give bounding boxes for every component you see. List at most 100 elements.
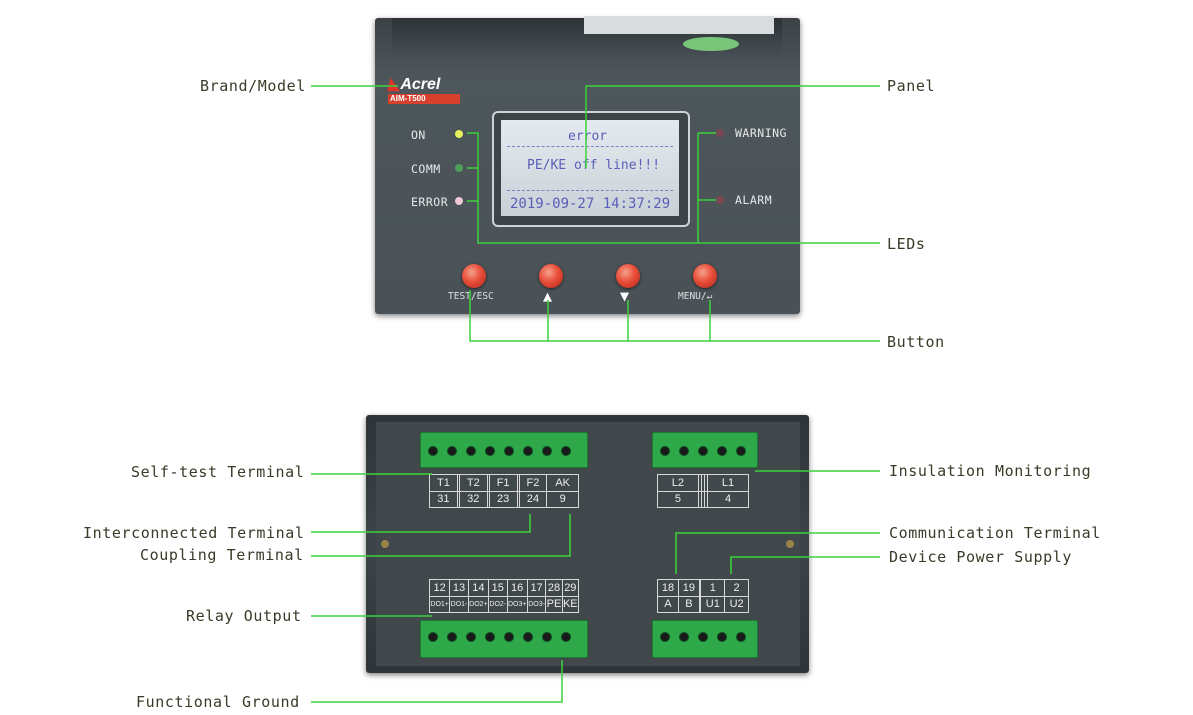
term-cell: 15: [488, 579, 508, 597]
lcd-datetime: 2019-09-27 14:37:29: [510, 196, 671, 212]
lcd-title: error: [568, 129, 608, 144]
callout-communication: Communication Terminal: [889, 524, 1101, 542]
connector-pin: [523, 632, 533, 642]
lcd-message: PE/KE off line!!!: [527, 158, 661, 173]
test-esc-button[interactable]: [462, 264, 486, 288]
term-cell: 23: [488, 490, 518, 508]
term-cell: 1: [700, 579, 726, 597]
callout-brand-model: Brand/Model: [200, 77, 306, 95]
term-cell: DO2+: [467, 595, 490, 613]
term-cell: [516, 490, 520, 508]
connector-pin: [679, 446, 689, 456]
model-badge: AIM-T500: [388, 94, 460, 104]
lcd-divider-bottom: [507, 190, 673, 191]
term-cell: U2: [724, 595, 749, 613]
test-esc-label: TEST/ESC: [448, 291, 494, 302]
term-cell: L1: [707, 474, 749, 492]
connector-pin: [660, 632, 670, 642]
connector-pin: [561, 632, 571, 642]
term-cell: 18: [657, 579, 679, 597]
term-cell: 12: [428, 579, 451, 597]
connector-pin: [428, 632, 438, 642]
term-cell: F2: [518, 474, 548, 492]
led-label-warning: WARNING: [735, 126, 787, 140]
callout-functional-ground: Functional Ground: [136, 693, 300, 711]
callout-button: Button: [887, 333, 945, 351]
terminal-table-bottom-right: 18 19 1 2 A B U1 U2: [657, 579, 749, 613]
led-on-indicator: [455, 130, 463, 138]
led-comm-indicator: [455, 164, 463, 172]
rear-screw-left: [381, 540, 389, 548]
term-cell: 4: [707, 490, 749, 508]
term-cell: [456, 490, 460, 508]
led-error-indicator: [455, 197, 463, 205]
connector-pin: [542, 632, 552, 642]
term-cell: 29: [561, 579, 580, 597]
led-label-alarm: ALARM: [735, 193, 773, 207]
connector-pin: [542, 446, 552, 456]
terminal-table-bottom-left: 12 13 14 15 16 17 28 29 DO1+ DO1- DO2+ D…: [428, 579, 580, 613]
led-label-comm: COMM: [411, 162, 441, 176]
term-cell: 24: [518, 490, 548, 508]
led-label-on: ON: [411, 128, 426, 142]
connector-pin: [428, 446, 438, 456]
brand-name: Acrel: [400, 76, 441, 93]
term-cell: 19: [677, 579, 700, 597]
connector-pin: [561, 446, 571, 456]
connector-pin: [736, 446, 746, 456]
term-cell: 31: [429, 490, 458, 508]
connector-pin: [679, 632, 689, 642]
term-cell: 13: [449, 579, 469, 597]
connector-pin: [504, 446, 514, 456]
callout-self-test: Self-test Terminal: [131, 463, 305, 481]
callout-coupling: Coupling Terminal: [140, 546, 304, 564]
connector-pin: [717, 446, 727, 456]
connector-pin: [698, 632, 708, 642]
term-cell: PE: [545, 595, 563, 613]
term-cell: L2: [657, 474, 699, 492]
connector-pin: [504, 632, 514, 642]
down-button[interactable]: [616, 264, 640, 288]
led-alarm-indicator: [716, 196, 724, 204]
callout-device-power: Device Power Supply: [889, 548, 1072, 566]
housing-label-sticker: [584, 16, 774, 34]
connector-pin: [466, 446, 476, 456]
callout-leds: LEDs: [887, 235, 926, 253]
callout-interconnected: Interconnected Terminal: [83, 524, 305, 542]
connector-pin: [698, 446, 708, 456]
term-cell: DO3-: [526, 595, 547, 613]
brand-logo: ◣Acrel: [388, 76, 441, 93]
connector-pin: [485, 632, 495, 642]
lcd-divider-top: [507, 146, 673, 147]
term-cell: 28: [545, 579, 563, 597]
term-cell: 32: [458, 490, 488, 508]
term-cell: DO3+: [506, 595, 528, 613]
terminal-table-top-left: T1 T2 F1 F2 AK 31 32 23 24 9: [429, 474, 579, 508]
callout-panel: Panel: [887, 77, 936, 95]
rear-screw-right: [786, 540, 794, 548]
term-cell: F1: [488, 474, 518, 492]
callout-insulation: Insulation Monitoring: [889, 462, 1092, 480]
connector-pin: [466, 632, 476, 642]
connector-pin: [447, 446, 457, 456]
term-cell: DO1-: [449, 595, 469, 613]
callout-relay-output: Relay Output: [186, 607, 302, 625]
connector-pin: [660, 446, 670, 456]
term-cell: 9: [546, 490, 579, 508]
term-cell: 14: [467, 579, 490, 597]
menu-enter-button[interactable]: [693, 264, 717, 288]
term-cell: 2: [724, 579, 749, 597]
terminal-table-top-right: L2 L1 5 4: [657, 474, 749, 508]
menu-enter-label: MENU/↵: [678, 291, 713, 302]
term-cell: AK: [546, 474, 579, 492]
term-cell: A: [657, 595, 679, 613]
term-cell: DO2-: [488, 595, 508, 613]
connector-pin: [736, 632, 746, 642]
connector-pin: [523, 446, 533, 456]
term-cell: DO1+: [428, 595, 451, 613]
up-button[interactable]: [539, 264, 563, 288]
term-cell: 5: [657, 490, 699, 508]
term-cell: KE: [561, 595, 580, 613]
term-cell: T1: [429, 474, 458, 492]
term-cell: 17: [526, 579, 547, 597]
